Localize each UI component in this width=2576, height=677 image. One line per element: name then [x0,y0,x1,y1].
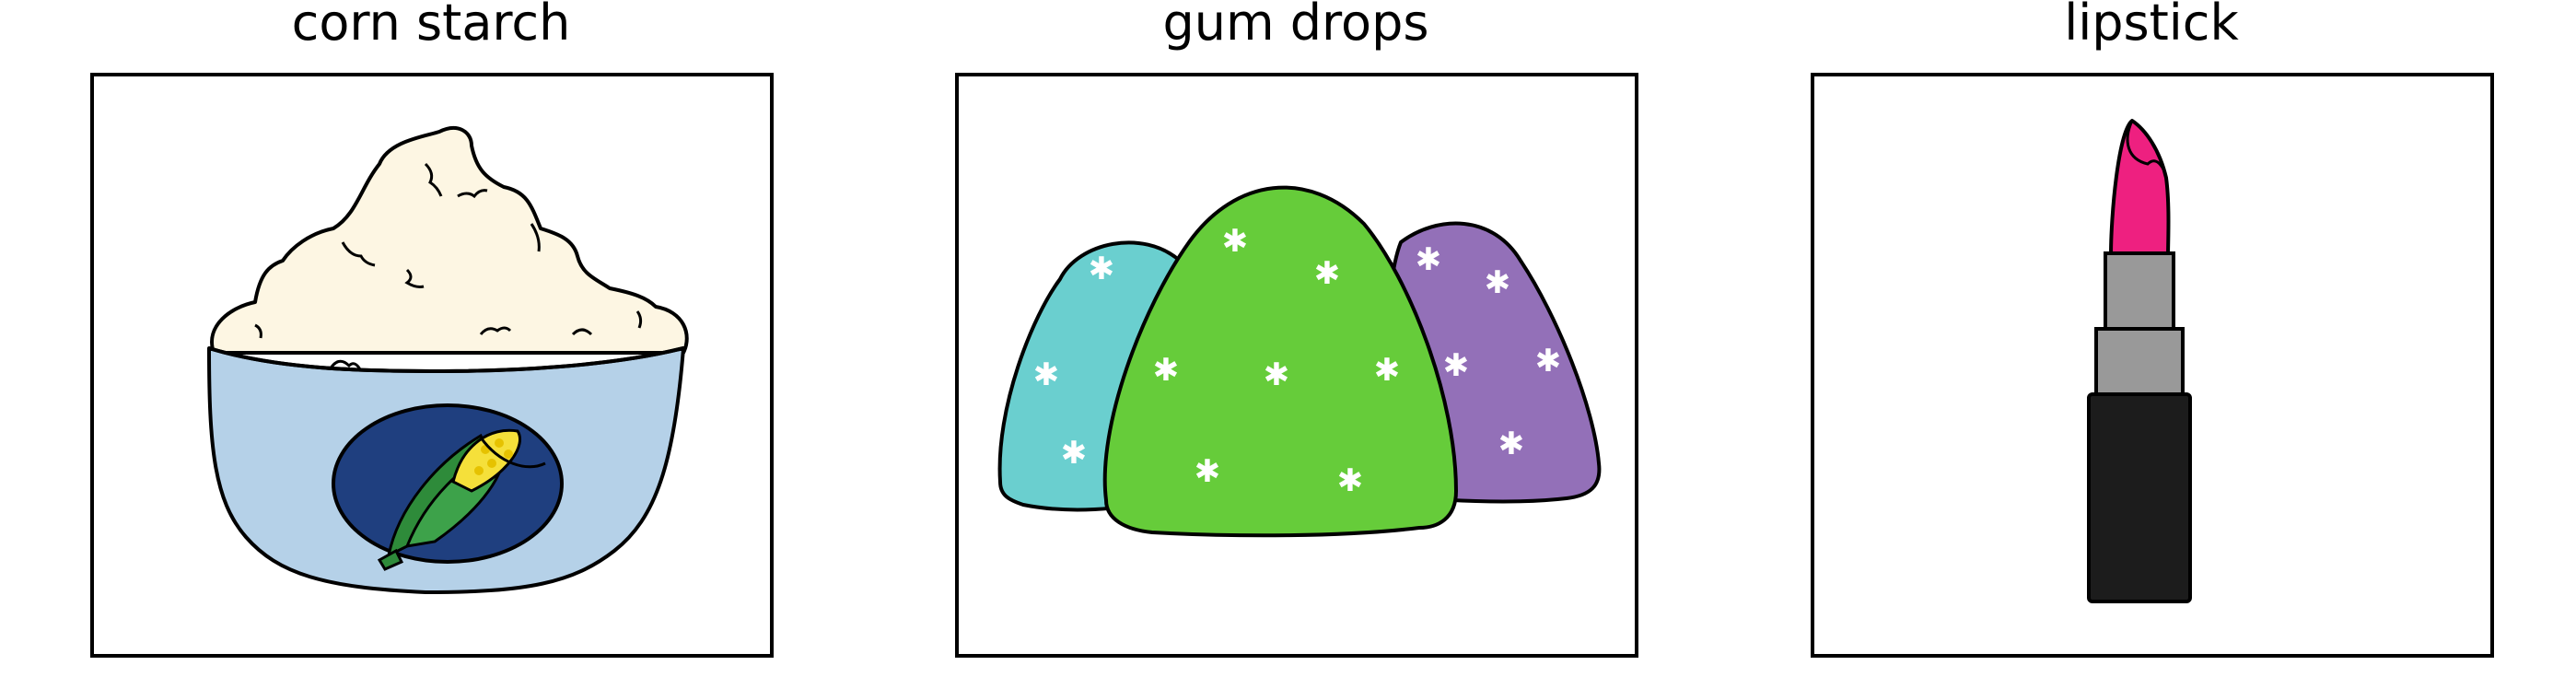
svg-text:✱: ✱ [1033,356,1060,393]
gum-drop-green [1102,185,1458,538]
card-lipstick[interactable]: lipstick [1811,0,2494,677]
svg-text:✱: ✱ [1374,352,1401,389]
sugar-sprinkles: ✱ ✱ ✱ ✱ ✱ ✱ ✱ ✱ ✱ ✱ ✱ ✱ ✱ ✱ ✱ [1033,223,1562,499]
card-label: gum drops [1162,0,1429,52]
powder-texture [254,162,643,372]
svg-text:✱: ✱ [1443,347,1470,384]
svg-text:✱: ✱ [1498,426,1525,462]
svg-text:✱: ✱ [1416,241,1442,278]
lipstick-base [2087,392,2192,603]
lipstick-bullet [2109,119,2171,258]
svg-text:✱: ✱ [1535,343,1562,379]
card-label: lipstick [2064,0,2239,52]
svg-text:✱: ✱ [1337,462,1364,499]
corn-icon [377,428,546,571]
card-image-frame [1811,73,2494,658]
svg-text:✱: ✱ [1485,264,1511,301]
card-label: corn starch [291,0,571,52]
lipstick-band-lower [2094,327,2185,401]
card-gum-drops[interactable]: gum drops ✱ ✱ ✱ ✱ ✱ ✱ ✱ ✱ ✱ ✱ ✱ ✱ ✱ ✱ ✱ [955,0,1638,677]
svg-text:✱: ✱ [1089,251,1115,287]
svg-text:✱: ✱ [1195,453,1221,490]
lipstick-band-upper [2104,251,2175,333]
corn-starch-icon [207,126,689,594]
card-image-frame [90,73,774,658]
svg-text:✱: ✱ [1222,223,1249,260]
card-corn-starch[interactable]: corn starch [90,0,774,677]
card-image-frame: ✱ ✱ ✱ ✱ ✱ ✱ ✱ ✱ ✱ ✱ ✱ ✱ ✱ ✱ ✱ [955,73,1638,658]
svg-text:✱: ✱ [1061,435,1088,472]
gum-drops-icon: ✱ ✱ ✱ ✱ ✱ ✱ ✱ ✱ ✱ ✱ ✱ ✱ ✱ ✱ ✱ [997,185,1602,538]
svg-text:✱: ✱ [1264,356,1290,393]
powder-mound [210,126,689,355]
svg-text:✱: ✱ [1314,255,1341,292]
svg-text:✱: ✱ [1153,352,1180,389]
lipstick-icon [2087,119,2192,603]
